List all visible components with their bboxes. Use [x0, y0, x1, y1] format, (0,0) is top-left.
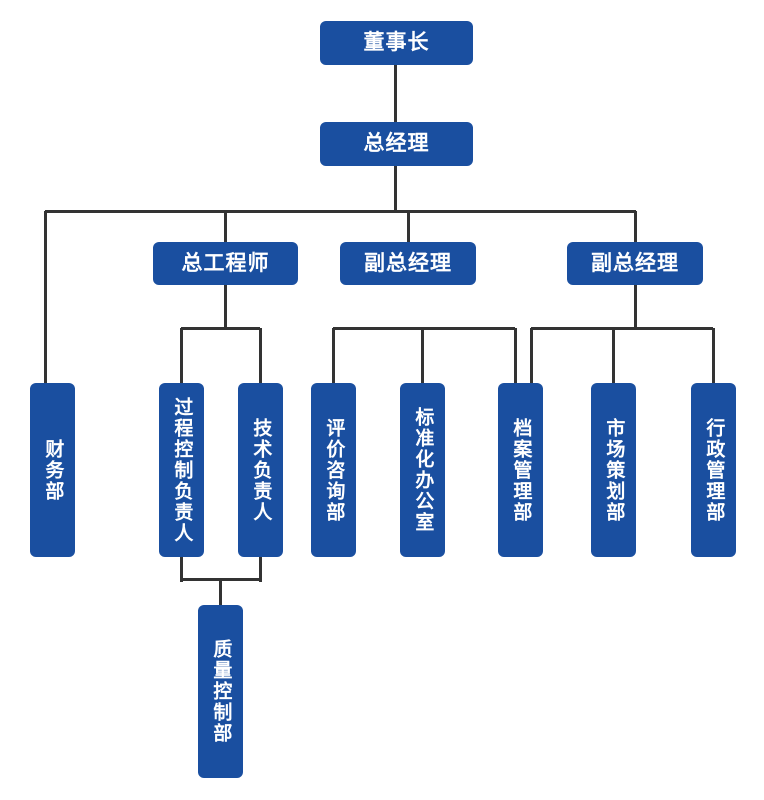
connector-gm-bus [45, 210, 636, 213]
node-admin-dept[interactable]: 行政管理部 [691, 383, 736, 557]
connector-process-down [180, 557, 183, 582]
node-label-admin-dept: 行政管理部 [703, 417, 725, 523]
node-chief-engineer[interactable]: 总工程师 [153, 242, 298, 285]
connector-chairman-to-gm [394, 65, 397, 122]
node-evaluation-dept[interactable]: 评价咨询部 [311, 383, 356, 557]
node-process-control[interactable]: 过程控制负责人 [159, 383, 204, 557]
connector-chief-engineer-stem [224, 285, 227, 328]
connector-bus-to-finance [44, 211, 47, 383]
connector-bus-to-chief-engineer [224, 211, 227, 242]
connector-bus-to-archives-left [514, 328, 517, 383]
connector-bus-to-technical [259, 328, 262, 383]
node-label-standardization: 标准化办公室 [412, 407, 434, 533]
node-marketing-dept[interactable]: 市场策划部 [591, 383, 636, 557]
connector-bus-to-deputy-1 [407, 211, 410, 242]
node-chairman[interactable]: 董事长 [320, 21, 473, 65]
node-label-archives-dept: 档案管理部 [510, 417, 532, 523]
connector-deputy-2-bus [531, 327, 713, 330]
node-label-general-manager: 总经理 [363, 132, 430, 156]
connector-chief-engineer-bus [181, 327, 260, 330]
node-label-chairman: 董事长 [363, 31, 430, 55]
node-label-quality-control: 质量控制部 [210, 639, 232, 744]
connector-deputy-1-bus [333, 327, 515, 330]
node-label-chief-engineer: 总工程师 [181, 251, 270, 275]
connector-deputy-2-stem [634, 285, 637, 328]
connector-bus-to-archives-right [530, 328, 533, 383]
node-quality-control[interactable]: 质量控制部 [198, 605, 243, 778]
node-label-technical-lead: 技术负责人 [250, 417, 272, 523]
node-label-finance-dept: 财务部 [42, 438, 64, 502]
connector-bus-to-process [180, 328, 183, 383]
connector-bus-to-marketing [612, 328, 615, 383]
node-general-manager[interactable]: 总经理 [320, 122, 473, 166]
node-finance-dept[interactable]: 财务部 [30, 383, 75, 557]
node-label-evaluation-dept: 评价咨询部 [323, 417, 345, 523]
connector-gm-stem-down [394, 166, 397, 211]
connector-bus-to-evaluation [332, 328, 335, 383]
node-deputy-gm-2[interactable]: 副总经理 [567, 242, 703, 285]
node-archives-dept[interactable]: 档案管理部 [498, 383, 543, 557]
node-label-marketing-dept: 市场策划部 [603, 417, 625, 523]
connector-bus-to-standardization [421, 328, 424, 383]
node-deputy-gm-1[interactable]: 副总经理 [340, 242, 476, 285]
connector-technical-down [259, 557, 262, 582]
connector-merge-to-quality [219, 579, 222, 605]
node-label-deputy-gm-1: 副总经理 [364, 251, 452, 275]
connector-bus-to-admin [712, 328, 715, 383]
node-technical-lead[interactable]: 技术负责人 [238, 383, 283, 557]
connector-bus-to-deputy-2 [634, 211, 637, 242]
node-standardization[interactable]: 标准化办公室 [400, 383, 445, 557]
node-label-process-control: 过程控制负责人 [171, 396, 193, 544]
node-label-deputy-gm-2: 副总经理 [591, 251, 679, 275]
